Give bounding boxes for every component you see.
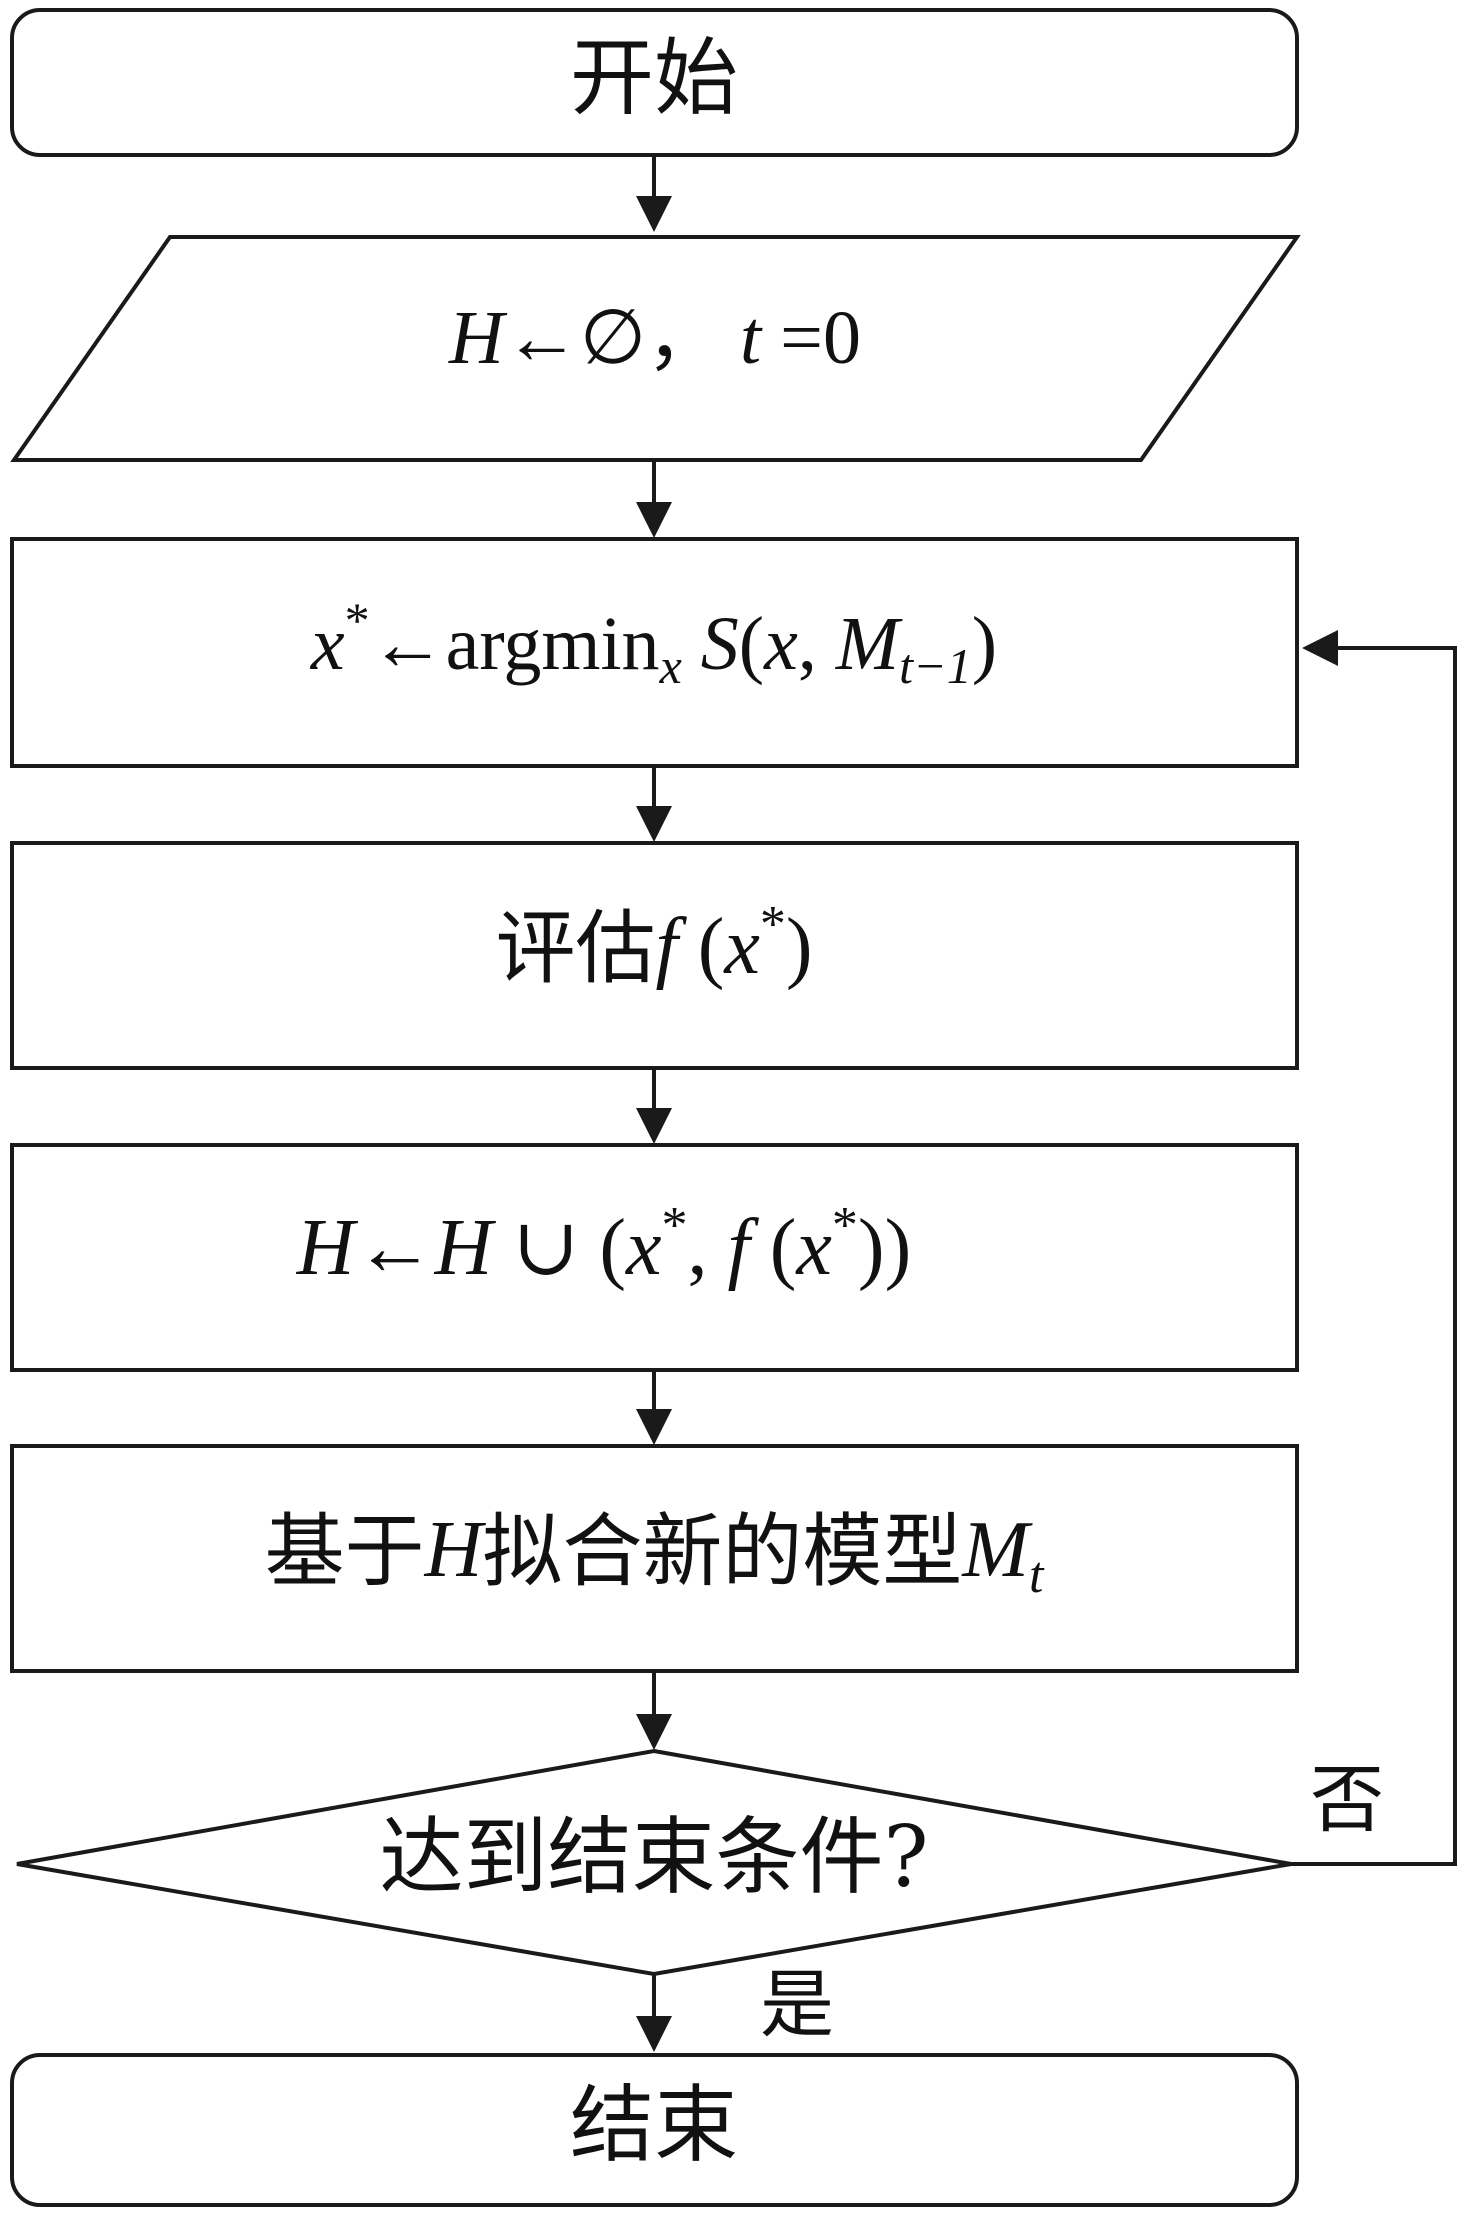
arrow-evaluate-to-update	[636, 1068, 672, 1144]
arrow-select-to-evaluate	[636, 766, 672, 842]
update-expression: H←H ∪ (x*, f (x*))	[296, 1197, 911, 1292]
evaluate-shape	[10, 841, 1299, 1070]
arrowhead	[636, 502, 672, 538]
start-node: 开始	[10, 8, 1299, 157]
update-star: *	[662, 1197, 688, 1254]
arrow-no-loop	[1291, 630, 1457, 1866]
evaluate-expression: 评估f (x*)	[495, 896, 812, 995]
select-comma: ,	[798, 602, 836, 686]
arrowhead	[1302, 630, 1338, 666]
init-shape	[10, 235, 1301, 462]
arrow-init-to-select	[636, 460, 672, 538]
decision-label: 达到结束条件?	[379, 1808, 928, 1906]
init-node: H←∅，t =0	[10, 235, 1301, 462]
update-arrow: ←	[355, 1204, 435, 1292]
init-assign-zero: =0	[761, 296, 861, 380]
fit-expression: 基于H拟合新的模型Mt	[265, 1505, 1045, 1604]
arrow-yes-to-end	[636, 1974, 672, 2052]
fit-var-h: H	[424, 1506, 487, 1594]
select-model-m: M	[835, 602, 903, 686]
select-func-s: S	[682, 602, 739, 686]
arrowhead	[636, 196, 672, 232]
fit-shape	[10, 1444, 1299, 1673]
branch-no-label: 否	[1310, 1757, 1384, 1843]
update-star2: *	[832, 1197, 858, 1254]
select-expression: x*←argminx S(x, Mt−1)	[310, 592, 997, 694]
fit-model-m: M	[961, 1506, 1033, 1594]
update-var-h2: H	[434, 1204, 497, 1292]
select-var-x: x	[310, 602, 345, 686]
arrow-update-to-fit	[636, 1370, 672, 1445]
fit-middle: 拟合新的模型	[482, 1505, 962, 1598]
update-union: ∪ (	[492, 1204, 626, 1292]
select-arg-x: x	[763, 602, 798, 686]
decision-node: 达到结束条件?	[16, 1748, 1292, 1977]
select-close-paren: )	[972, 602, 997, 686]
update-comma: ,	[688, 1204, 728, 1292]
arrow-start-to-init	[636, 155, 672, 232]
arrowhead	[636, 2016, 672, 2052]
fit-model-subscript: t	[1029, 1547, 1045, 1604]
evaluate-node: 评估f (x*)	[10, 841, 1299, 1070]
start-label: 开始	[570, 29, 738, 127]
select-argmin: ←argmin	[370, 602, 660, 686]
init-var-h: H	[448, 296, 508, 380]
select-open-paren: (	[739, 602, 764, 686]
select-argmin-subscript: x	[659, 638, 682, 694]
end-shape	[10, 2053, 1299, 2207]
evaluate-star: *	[760, 896, 786, 953]
evaluate-close-paren: )	[786, 903, 813, 991]
arrow-fit-to-decision	[636, 1671, 672, 1750]
update-open-paren: (	[750, 1204, 797, 1292]
fit-prefix: 基于	[265, 1505, 425, 1598]
update-var-x2: x	[795, 1204, 832, 1292]
update-node: H←H ∪ (x*, f (x*))	[10, 1143, 1299, 1372]
end-node: 结束	[10, 2053, 1299, 2207]
init-var-t: t	[740, 296, 763, 380]
arrowhead	[636, 806, 672, 842]
update-var-x: x	[625, 1204, 662, 1292]
arrowhead	[636, 1108, 672, 1144]
evaluate-label: 评估	[495, 902, 655, 995]
arrowhead	[636, 1714, 672, 1750]
select-model-subscript: t−1	[899, 638, 972, 694]
select-shape	[10, 537, 1299, 768]
fit-node: 基于H拟合新的模型Mt	[10, 1444, 1299, 1673]
select-node: x*←argminx S(x, Mt−1)	[10, 537, 1299, 768]
select-star: *	[345, 592, 370, 648]
init-assign-empty: ←∅，	[504, 296, 722, 380]
evaluate-open-paren: (	[678, 903, 725, 991]
init-expression: H←∅，t =0	[448, 296, 861, 380]
update-close-parens: ))	[858, 1204, 911, 1292]
arrowhead	[636, 1409, 672, 1445]
branch-yes-label: 是	[760, 1962, 834, 2048]
evaluate-var-x: x	[723, 903, 760, 991]
update-shape	[10, 1143, 1299, 1372]
end-label: 结束	[570, 2076, 738, 2174]
update-var-h: H	[296, 1204, 359, 1292]
